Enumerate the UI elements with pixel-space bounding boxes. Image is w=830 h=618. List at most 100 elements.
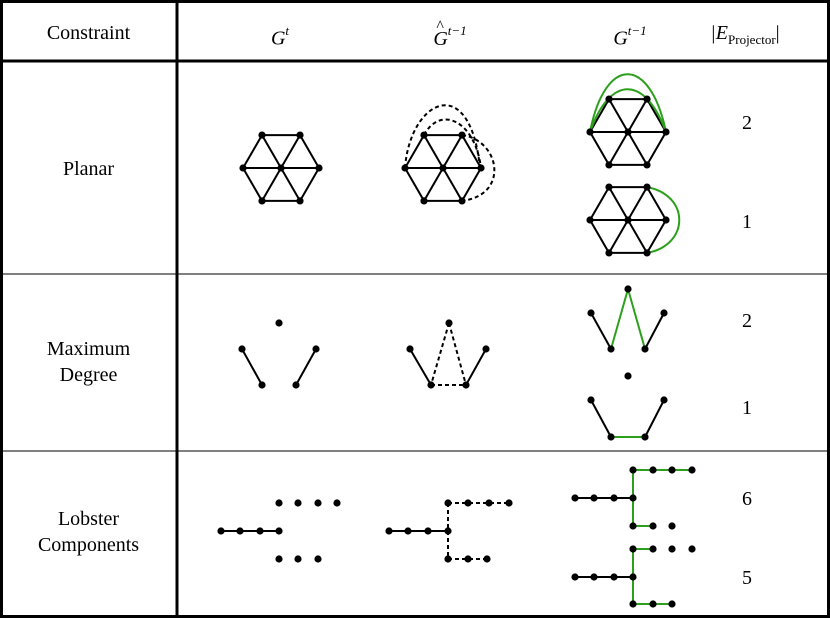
graph-node bbox=[668, 545, 676, 553]
graph-node bbox=[643, 183, 651, 191]
graph-node bbox=[333, 499, 341, 507]
graph-node bbox=[239, 164, 247, 172]
hexagon-edge bbox=[589, 131, 610, 166]
graph-edge bbox=[465, 348, 487, 386]
hexagon-edge bbox=[589, 186, 610, 221]
projector-edge bbox=[627, 288, 646, 350]
graph-node bbox=[662, 216, 670, 224]
projector-edge bbox=[610, 288, 629, 350]
graph-node bbox=[688, 545, 696, 553]
header-e-sub: Projector bbox=[728, 32, 776, 47]
hexagon-edge bbox=[461, 134, 482, 169]
header-g-t: Gt bbox=[240, 18, 320, 50]
graph-node bbox=[660, 396, 668, 404]
graph-node bbox=[668, 466, 676, 474]
graph-edge bbox=[644, 399, 665, 438]
graph-node bbox=[275, 319, 283, 327]
header-g-t-sup: t bbox=[285, 23, 290, 38]
count-planar-2: 1 bbox=[742, 211, 752, 233]
graph-node bbox=[485, 499, 493, 507]
graph-node bbox=[444, 499, 452, 507]
graph-node bbox=[587, 396, 595, 404]
graph-node bbox=[236, 527, 244, 535]
hexagon-edge bbox=[589, 98, 610, 133]
graph-node bbox=[292, 381, 300, 389]
graph-node bbox=[505, 499, 513, 507]
graph-node bbox=[406, 345, 414, 353]
header-g-prev-base: G bbox=[613, 27, 628, 50]
graph-node bbox=[643, 161, 651, 169]
graph-node bbox=[629, 573, 637, 581]
graph-node bbox=[610, 494, 618, 502]
graph-node bbox=[275, 527, 283, 535]
added-edge-dashed bbox=[461, 134, 496, 202]
graph-node bbox=[277, 164, 285, 172]
header-g-prev: Gt−1 bbox=[580, 18, 680, 50]
graph-node bbox=[587, 309, 595, 317]
graph-node bbox=[643, 249, 651, 257]
graph-node bbox=[590, 494, 598, 502]
graph-edge bbox=[590, 312, 612, 350]
projector-edge bbox=[589, 73, 667, 133]
graph-node bbox=[586, 128, 594, 136]
graph-node bbox=[624, 372, 632, 380]
graph-node bbox=[624, 128, 632, 136]
graph-node bbox=[649, 466, 657, 474]
graph-node bbox=[607, 433, 615, 441]
count-lobster-2: 5 bbox=[742, 567, 752, 589]
graph-node bbox=[420, 197, 428, 205]
graph-node bbox=[424, 527, 432, 535]
count-lobster-1: 6 bbox=[742, 488, 752, 510]
graph-node bbox=[649, 600, 657, 608]
graph-node bbox=[256, 527, 264, 535]
graph-node bbox=[258, 381, 266, 389]
graph-node bbox=[401, 164, 409, 172]
projector-edge bbox=[646, 186, 681, 254]
graph-node bbox=[607, 345, 615, 353]
hexagon-edge bbox=[299, 134, 320, 169]
graph-node bbox=[605, 95, 613, 103]
row-label-line: Planar bbox=[62, 158, 115, 180]
row-label-line: Maximum bbox=[46, 338, 131, 360]
graph-node bbox=[296, 197, 304, 205]
graph-node bbox=[315, 164, 323, 172]
graph-node bbox=[445, 319, 453, 327]
header-g-hat-sup: t−1 bbox=[447, 23, 467, 38]
graph-node bbox=[444, 555, 452, 563]
graph-edge bbox=[295, 348, 317, 386]
graph-node bbox=[483, 555, 491, 563]
row-label-line: Lobster bbox=[57, 508, 120, 530]
graph-node bbox=[404, 527, 412, 535]
count-degree-2: 1 bbox=[742, 397, 752, 419]
graph-node bbox=[296, 131, 304, 139]
graph-node bbox=[605, 161, 613, 169]
graph-node bbox=[385, 527, 393, 535]
graph-node bbox=[458, 197, 466, 205]
graph-node bbox=[610, 573, 618, 581]
graph-node bbox=[649, 522, 657, 530]
graph-node bbox=[420, 131, 428, 139]
hexagon-edge bbox=[404, 134, 425, 169]
graph-node bbox=[688, 466, 696, 474]
graph-node bbox=[668, 600, 676, 608]
graph-node bbox=[624, 216, 632, 224]
hexagon-edge bbox=[242, 167, 263, 202]
graph-node bbox=[294, 499, 302, 507]
graph-node bbox=[477, 164, 485, 172]
graph-node bbox=[314, 499, 322, 507]
graph-node bbox=[668, 522, 676, 530]
hexagon-edge bbox=[589, 219, 610, 254]
graph-node bbox=[444, 527, 452, 535]
hexagon-edge bbox=[646, 131, 667, 166]
header-g-t-base: G bbox=[270, 27, 286, 50]
graph-node bbox=[312, 345, 320, 353]
count-planar-1: 2 bbox=[742, 112, 752, 134]
hexagon-edge bbox=[646, 186, 667, 221]
added-edge-dashed bbox=[423, 118, 482, 169]
graph-edge bbox=[241, 348, 263, 386]
graph-node bbox=[662, 128, 670, 136]
row-label-planar: Planar bbox=[0, 156, 177, 182]
graph-node bbox=[629, 466, 637, 474]
added-edge-dashed bbox=[448, 322, 467, 386]
